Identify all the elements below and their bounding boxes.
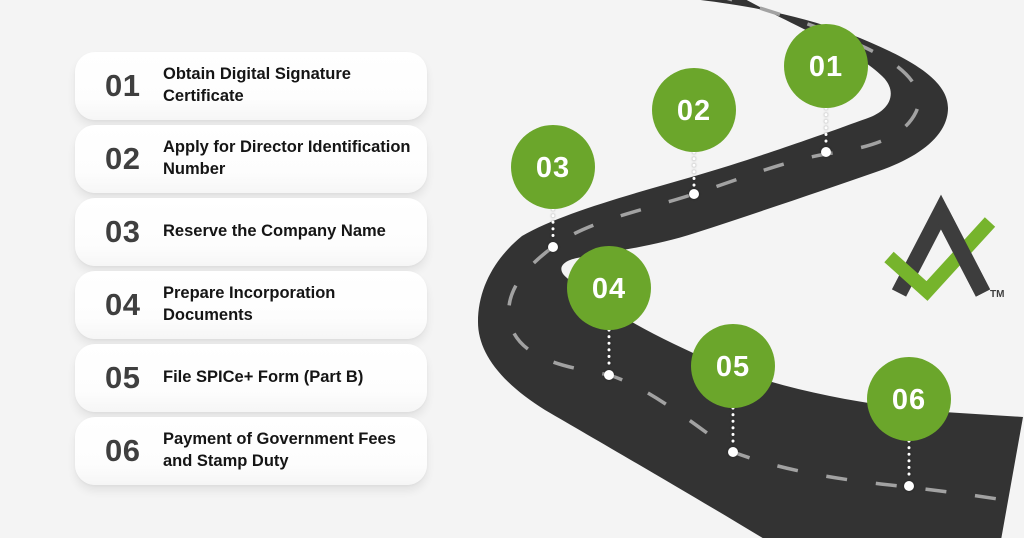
road-marker-01: 01 <box>784 24 868 108</box>
logo-tm: TM <box>990 289 1004 300</box>
road-marker-06: 06 <box>867 357 951 441</box>
road <box>478 0 1023 538</box>
marker-number-01: 01 <box>809 51 843 83</box>
marker-circle-04 <box>567 246 651 330</box>
marker-anchor-dots <box>548 147 914 491</box>
road-marker-05: 05 <box>691 324 775 408</box>
marker-dot-04 <box>604 370 614 380</box>
step-title: Apply for Director Identification Number <box>163 138 411 178</box>
marker-circle-05 <box>691 324 775 408</box>
marker-circle-01 <box>784 24 868 108</box>
step-title: Obtain Digital Signature Certificate <box>163 65 351 105</box>
marker-dot-03 <box>548 242 558 252</box>
step-row-5: 05 File SPICe+ Form (Part B) <box>75 344 427 412</box>
marker-number-04: 04 <box>592 273 626 305</box>
step-number: 02 <box>105 141 141 176</box>
brand-logo: TM <box>884 194 1004 301</box>
marker-circle-02 <box>652 68 736 152</box>
road-marker-03: 03 <box>511 125 595 209</box>
step-number: 01 <box>105 68 141 103</box>
step-number: 04 <box>105 287 141 322</box>
step-number: 03 <box>105 214 141 249</box>
step-title: Payment of Government Fees and Stamp Dut… <box>163 430 396 470</box>
logo-checkmark-icon <box>884 217 996 301</box>
marker-dot-02 <box>689 189 699 199</box>
step-row-6: 06 Payment of Government Fees and Stamp … <box>75 417 427 485</box>
road-marker-04: 04 <box>567 246 651 330</box>
step-title: File SPICe+ Form (Part B) <box>163 368 364 387</box>
marker-dot-06 <box>904 481 914 491</box>
step-row-2: 02 Apply for Director Identification Num… <box>75 125 427 193</box>
marker-number-05: 05 <box>716 351 750 383</box>
marker-circle-03 <box>511 125 595 209</box>
marker-circle-06 <box>867 357 951 441</box>
step-row-1: 01 Obtain Digital Signature Certificate <box>75 52 427 120</box>
marker-dot-05 <box>728 447 738 457</box>
road-marker-02: 02 <box>652 68 736 152</box>
step-title: Reserve the Company Name <box>163 222 386 241</box>
marker-dot-01 <box>821 147 831 157</box>
marker-number-03: 03 <box>536 152 570 184</box>
marker-number-06: 06 <box>892 384 926 416</box>
marker-number-02: 02 <box>677 95 711 127</box>
marker-connectors <box>551 106 911 482</box>
logo-letter-a-right-leg <box>933 208 991 297</box>
step-row-4: 04 Prepare Incorporation Documents <box>75 271 427 339</box>
step-row-3: 03 Reserve the Company Name <box>75 198 427 266</box>
step-title: Prepare Incorporation Documents <box>163 284 336 324</box>
step-number: 05 <box>105 360 141 395</box>
step-number: 06 <box>105 433 141 468</box>
